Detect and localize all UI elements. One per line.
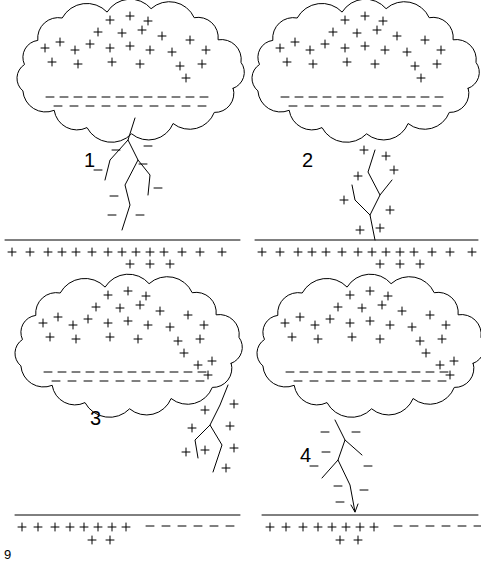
cloud-outline xyxy=(15,274,242,417)
cloud-outline xyxy=(17,0,244,142)
panel-number: 3 xyxy=(90,408,101,428)
return-stroke xyxy=(352,150,392,240)
negative-charge xyxy=(44,97,481,526)
panel-number: 4 xyxy=(300,445,311,465)
stepped-leader xyxy=(105,118,150,230)
cloud-outline xyxy=(257,274,481,417)
figure-number: 9 xyxy=(4,548,11,561)
panel-number: 2 xyxy=(302,150,313,170)
cloud-outline xyxy=(252,0,479,142)
positive-charge xyxy=(8,12,476,544)
positive-leader xyxy=(195,385,228,472)
ground-line xyxy=(5,240,478,515)
negative-leader xyxy=(322,420,362,512)
panel-number: 1 xyxy=(84,150,95,170)
